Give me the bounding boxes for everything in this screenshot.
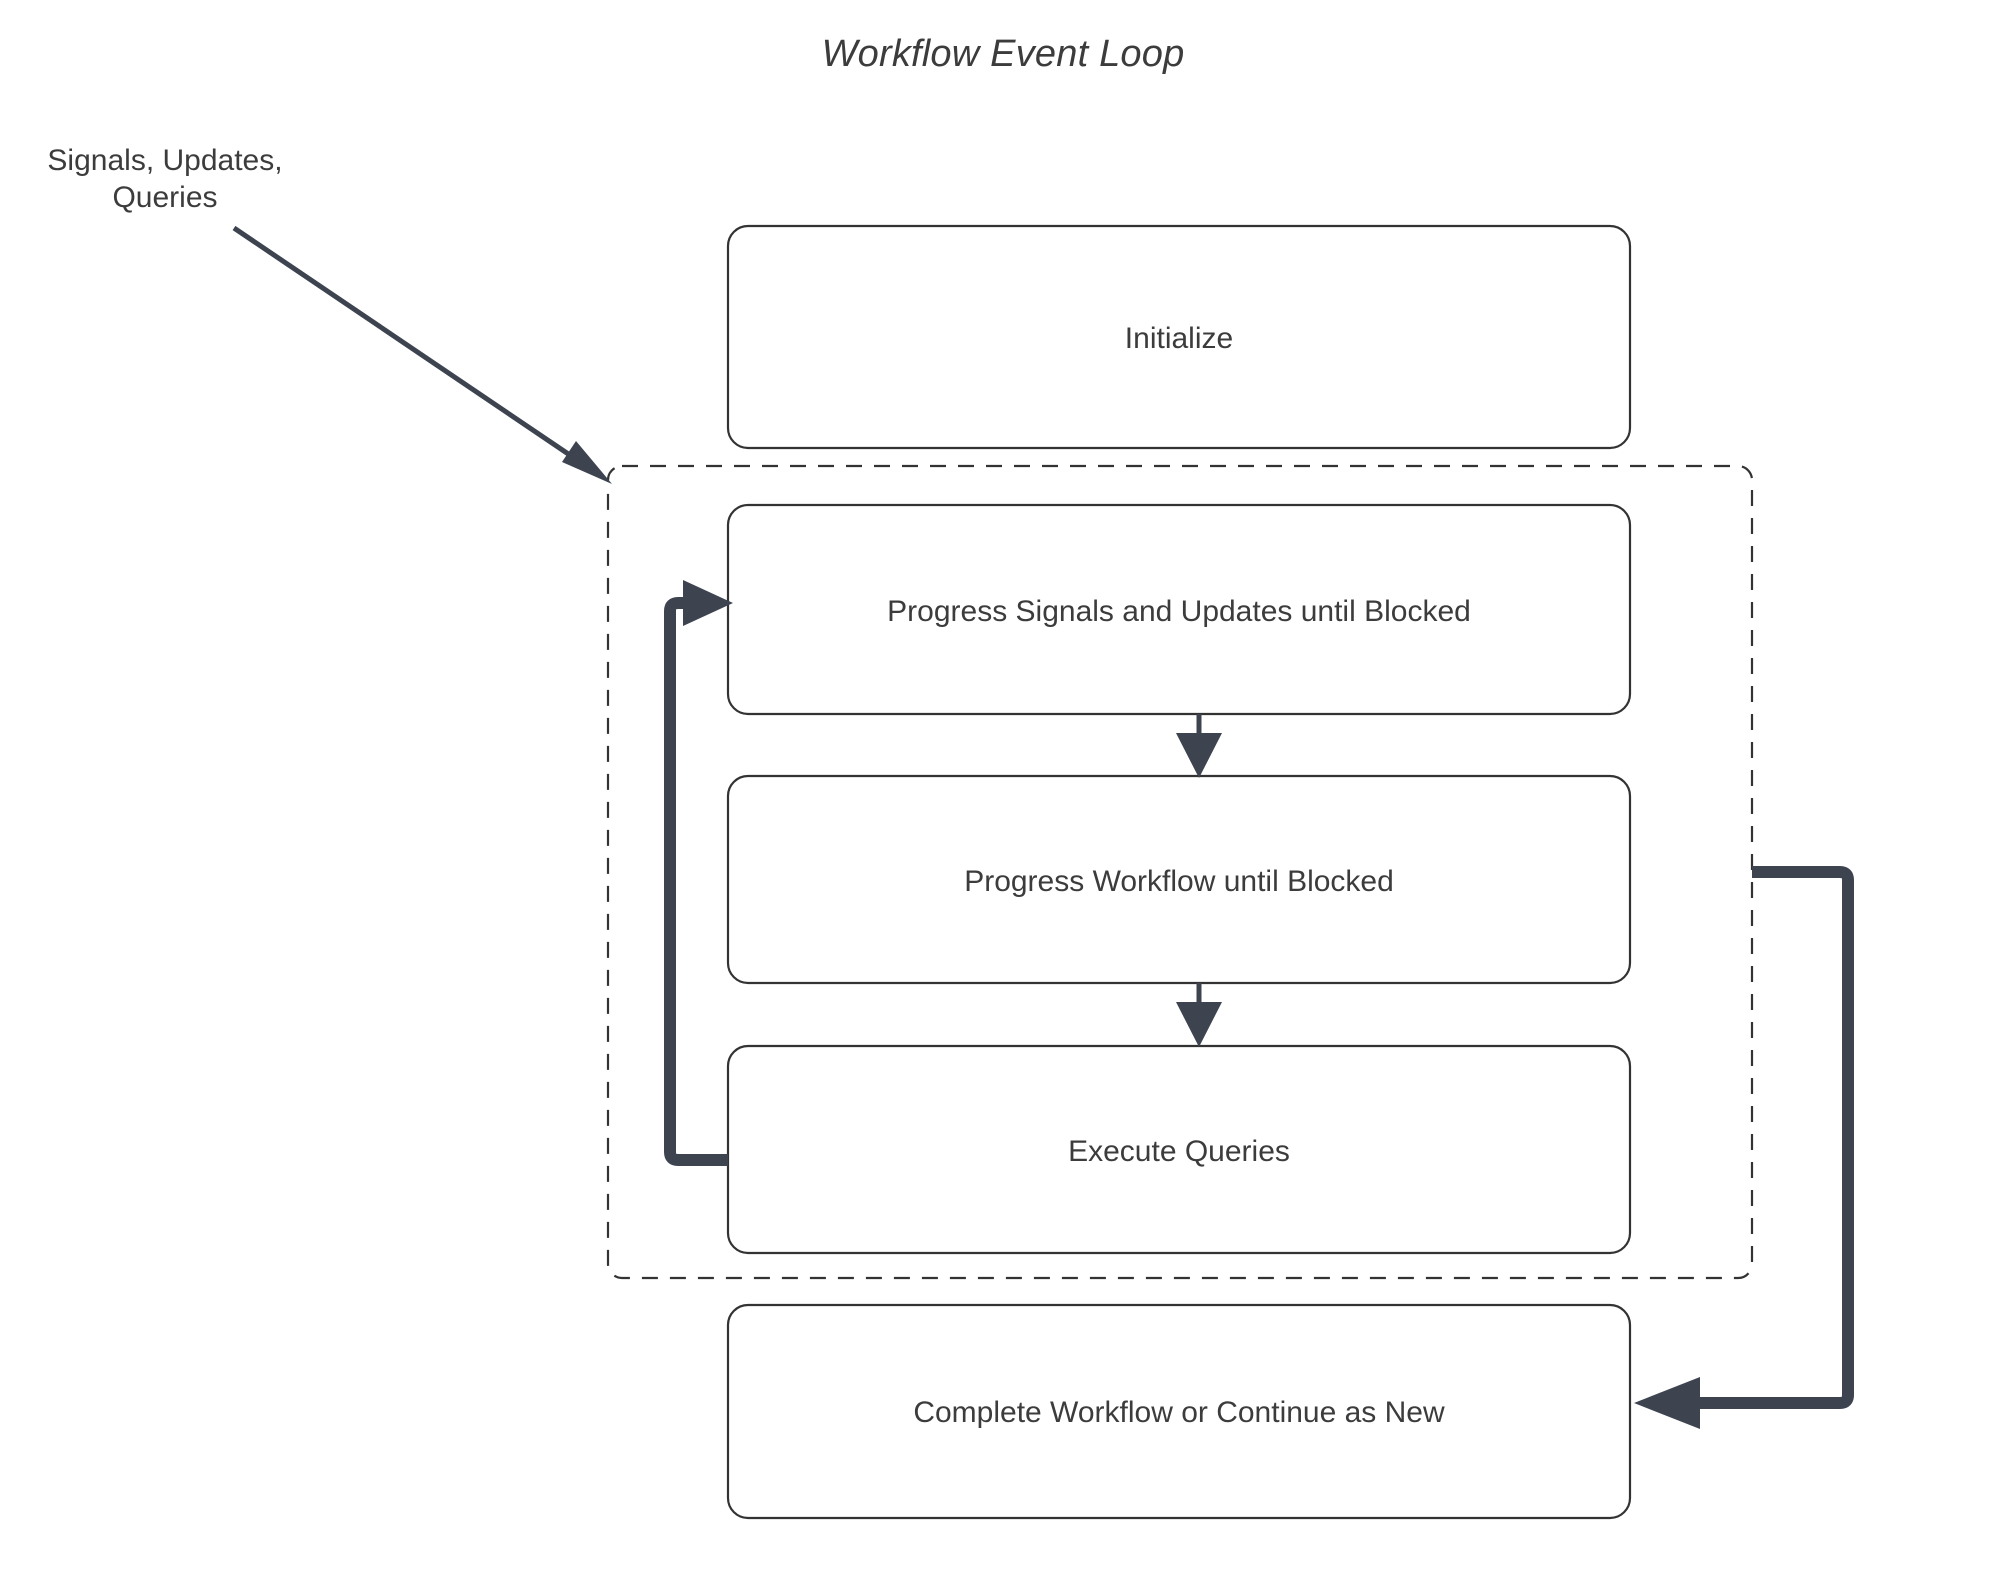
- edge-signals-to-workflow: [1176, 714, 1222, 778]
- node-box-initialize[interactable]: [726, 224, 1632, 450]
- node-box-execute-queries[interactable]: [726, 1044, 1632, 1255]
- edge-input-to-loop: [232, 225, 612, 484]
- node-label-execute-queries: Execute Queries: [1068, 1135, 1290, 1168]
- edge-workflow-to-queries: [1176, 983, 1222, 1047]
- edge-loop-to-complete: [1634, 866, 1854, 1429]
- node-box-progress-workflow[interactable]: [726, 774, 1632, 985]
- node-label-progress-signals: Progress Signals and Updates until Block…: [887, 595, 1471, 628]
- node-label-progress-workflow: Progress Workflow until Blocked: [964, 865, 1394, 898]
- node-box-complete-workflow[interactable]: [726, 1303, 1632, 1520]
- edge-queries-back-to-signals: [664, 580, 733, 1166]
- external-input-label: Signals, Updates, Queries: [47, 144, 283, 214]
- node-box-progress-signals[interactable]: [726, 503, 1632, 716]
- page-title: Workflow Event Loop: [821, 33, 1185, 75]
- node-label-complete-workflow: Complete Workflow or Continue as New: [913, 1396, 1445, 1429]
- event-loop-dashed-container: [606, 464, 1754, 1280]
- node-label-initialize: Initialize: [1124, 322, 1234, 355]
